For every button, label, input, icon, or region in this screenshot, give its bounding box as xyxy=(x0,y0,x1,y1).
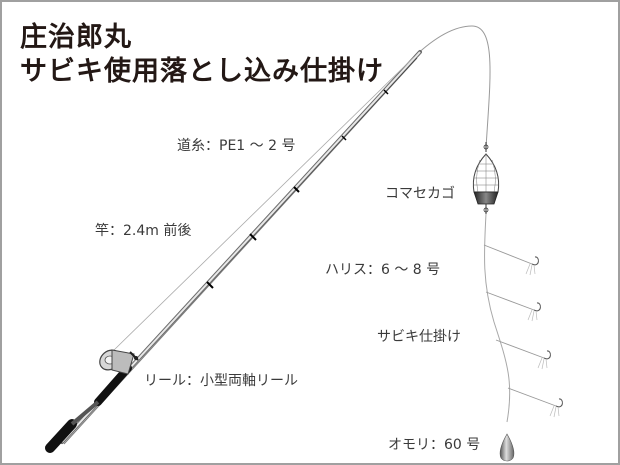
feeder-label: コマセカゴ xyxy=(385,186,455,202)
main-line-label: 道糸：PE1 〜 2 号 xyxy=(177,138,296,154)
sinker-label: オモリ：60 号 xyxy=(388,437,481,453)
title-line-1: 庄治郎丸 xyxy=(20,22,132,53)
hook-branch-1 xyxy=(483,244,539,276)
rod-icon xyxy=(45,50,422,453)
title-line-2: サビキ使用落とし込み仕掛け xyxy=(20,56,384,87)
main-line xyxy=(413,25,491,149)
reel-label: リール：小型両軸リール xyxy=(144,373,298,389)
sabiki-line xyxy=(483,213,511,423)
leader-label: ハリス：6 〜 8 号 xyxy=(325,262,441,278)
sinker-icon xyxy=(499,433,515,462)
hook-branch-2 xyxy=(485,291,541,322)
hook-branch-3 xyxy=(495,339,551,370)
hook-branch-4 xyxy=(507,387,563,418)
feeder-basket-icon xyxy=(472,142,500,214)
sabiki-label: サビキ仕掛け xyxy=(377,329,461,345)
rod-label: 竿：2.4m 前後 xyxy=(95,223,192,239)
reel-icon xyxy=(99,349,139,375)
